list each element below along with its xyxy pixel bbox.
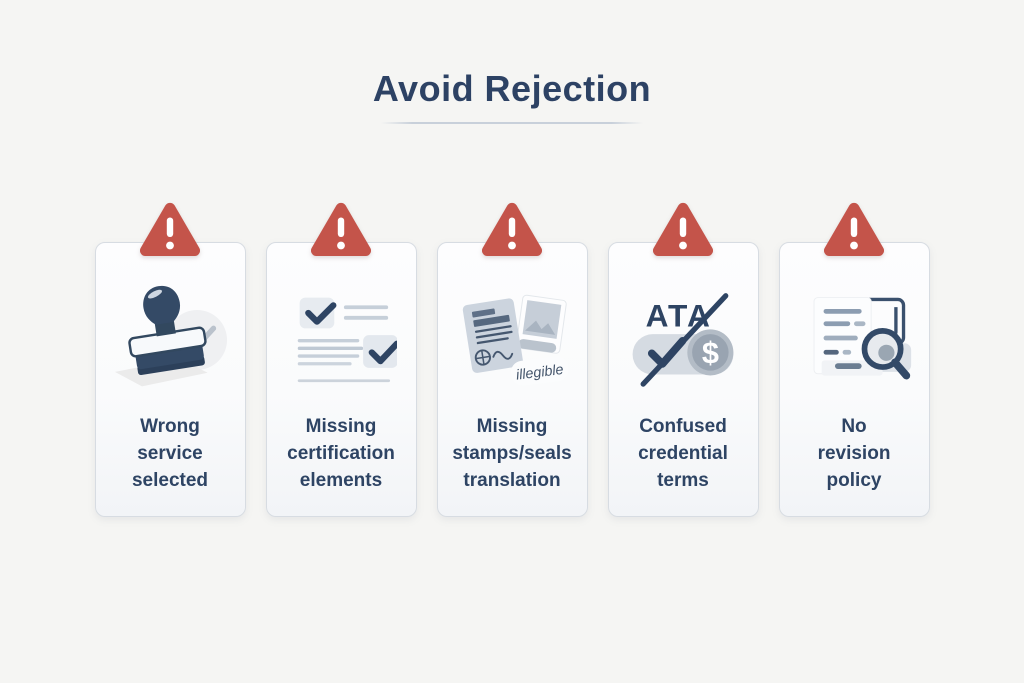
card-label: No revision policy <box>817 416 891 491</box>
illegible-label: illegible <box>515 361 564 383</box>
illegible-document-icon: illegible <box>450 263 574 413</box>
ata-slash-icon: ATA $ <box>623 263 743 413</box>
card-label: Missing stamps/seals translation <box>452 416 572 491</box>
cards-row: Wrong service selected <box>0 202 1024 517</box>
card-missing-certification: Missing certification elements <box>265 202 417 517</box>
dollar-symbol: $ <box>702 335 719 370</box>
checklist-icon <box>286 263 397 413</box>
card-label: Confused credential terms <box>638 416 728 491</box>
rubber-stamp-icon <box>107 263 233 413</box>
warning-triangle-icon <box>479 200 545 258</box>
warning-triangle-icon <box>308 200 374 258</box>
ata-label: ATA <box>646 297 712 333</box>
title-underline <box>381 122 643 124</box>
page-title: Avoid Rejection <box>372 68 652 109</box>
card-label: Missing certification elements <box>287 416 395 491</box>
card-label: Wrong service selected <box>131 416 209 491</box>
document-magnifier-icon <box>795 263 914 413</box>
card-no-revision: No revision policy <box>778 202 930 517</box>
card-missing-stamps: illegible Missing stamps/seals translati… <box>436 202 588 517</box>
warning-triangle-icon <box>821 200 887 258</box>
header: Avoid Rejection <box>0 0 1024 124</box>
card-confused-credentials: ATA $ Confused credential terms <box>607 202 759 517</box>
warning-triangle-icon <box>650 200 716 258</box>
warning-triangle-icon <box>137 200 203 258</box>
card-wrong-service: Wrong service selected <box>94 202 246 517</box>
